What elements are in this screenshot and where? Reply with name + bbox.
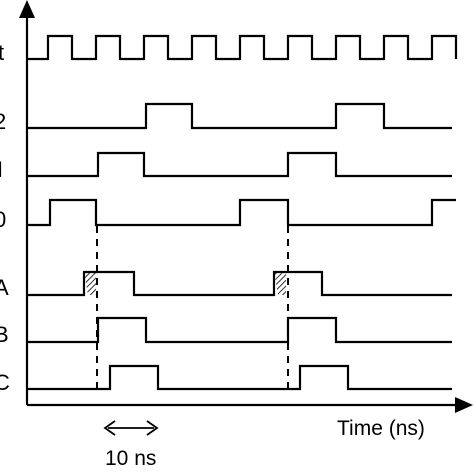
waveform-b: [27, 316, 452, 344]
waveform-0: [27, 198, 456, 227]
waveform-2: [27, 102, 452, 130]
scale-arrow-right-icon: [146, 420, 159, 436]
scale-arrow-left-icon: [103, 420, 116, 436]
transition-hatch-2: [274, 272, 286, 295]
transition-hatch-1: [84, 272, 96, 295]
waveform-clock: [27, 34, 458, 61]
signal-label-b: B: [0, 322, 9, 347]
waveform-1: [27, 151, 452, 178]
signal-label-c: C: [0, 370, 10, 395]
signal-label-a: A: [0, 275, 9, 300]
waveform-a: [27, 270, 452, 297]
signal-label-1: I: [0, 157, 3, 182]
y-axis-arrow-icon: [19, 0, 35, 18]
signal-label-2: 2: [0, 109, 6, 134]
x-axis-arrow-icon: [455, 397, 473, 413]
waveform-c: [27, 364, 452, 391]
signal-label-0: 0: [0, 207, 6, 232]
x-axis-label: Time (ns): [337, 417, 425, 440]
signal-label-clock: t: [0, 40, 4, 65]
scale-label: 10 ns: [105, 447, 156, 470]
